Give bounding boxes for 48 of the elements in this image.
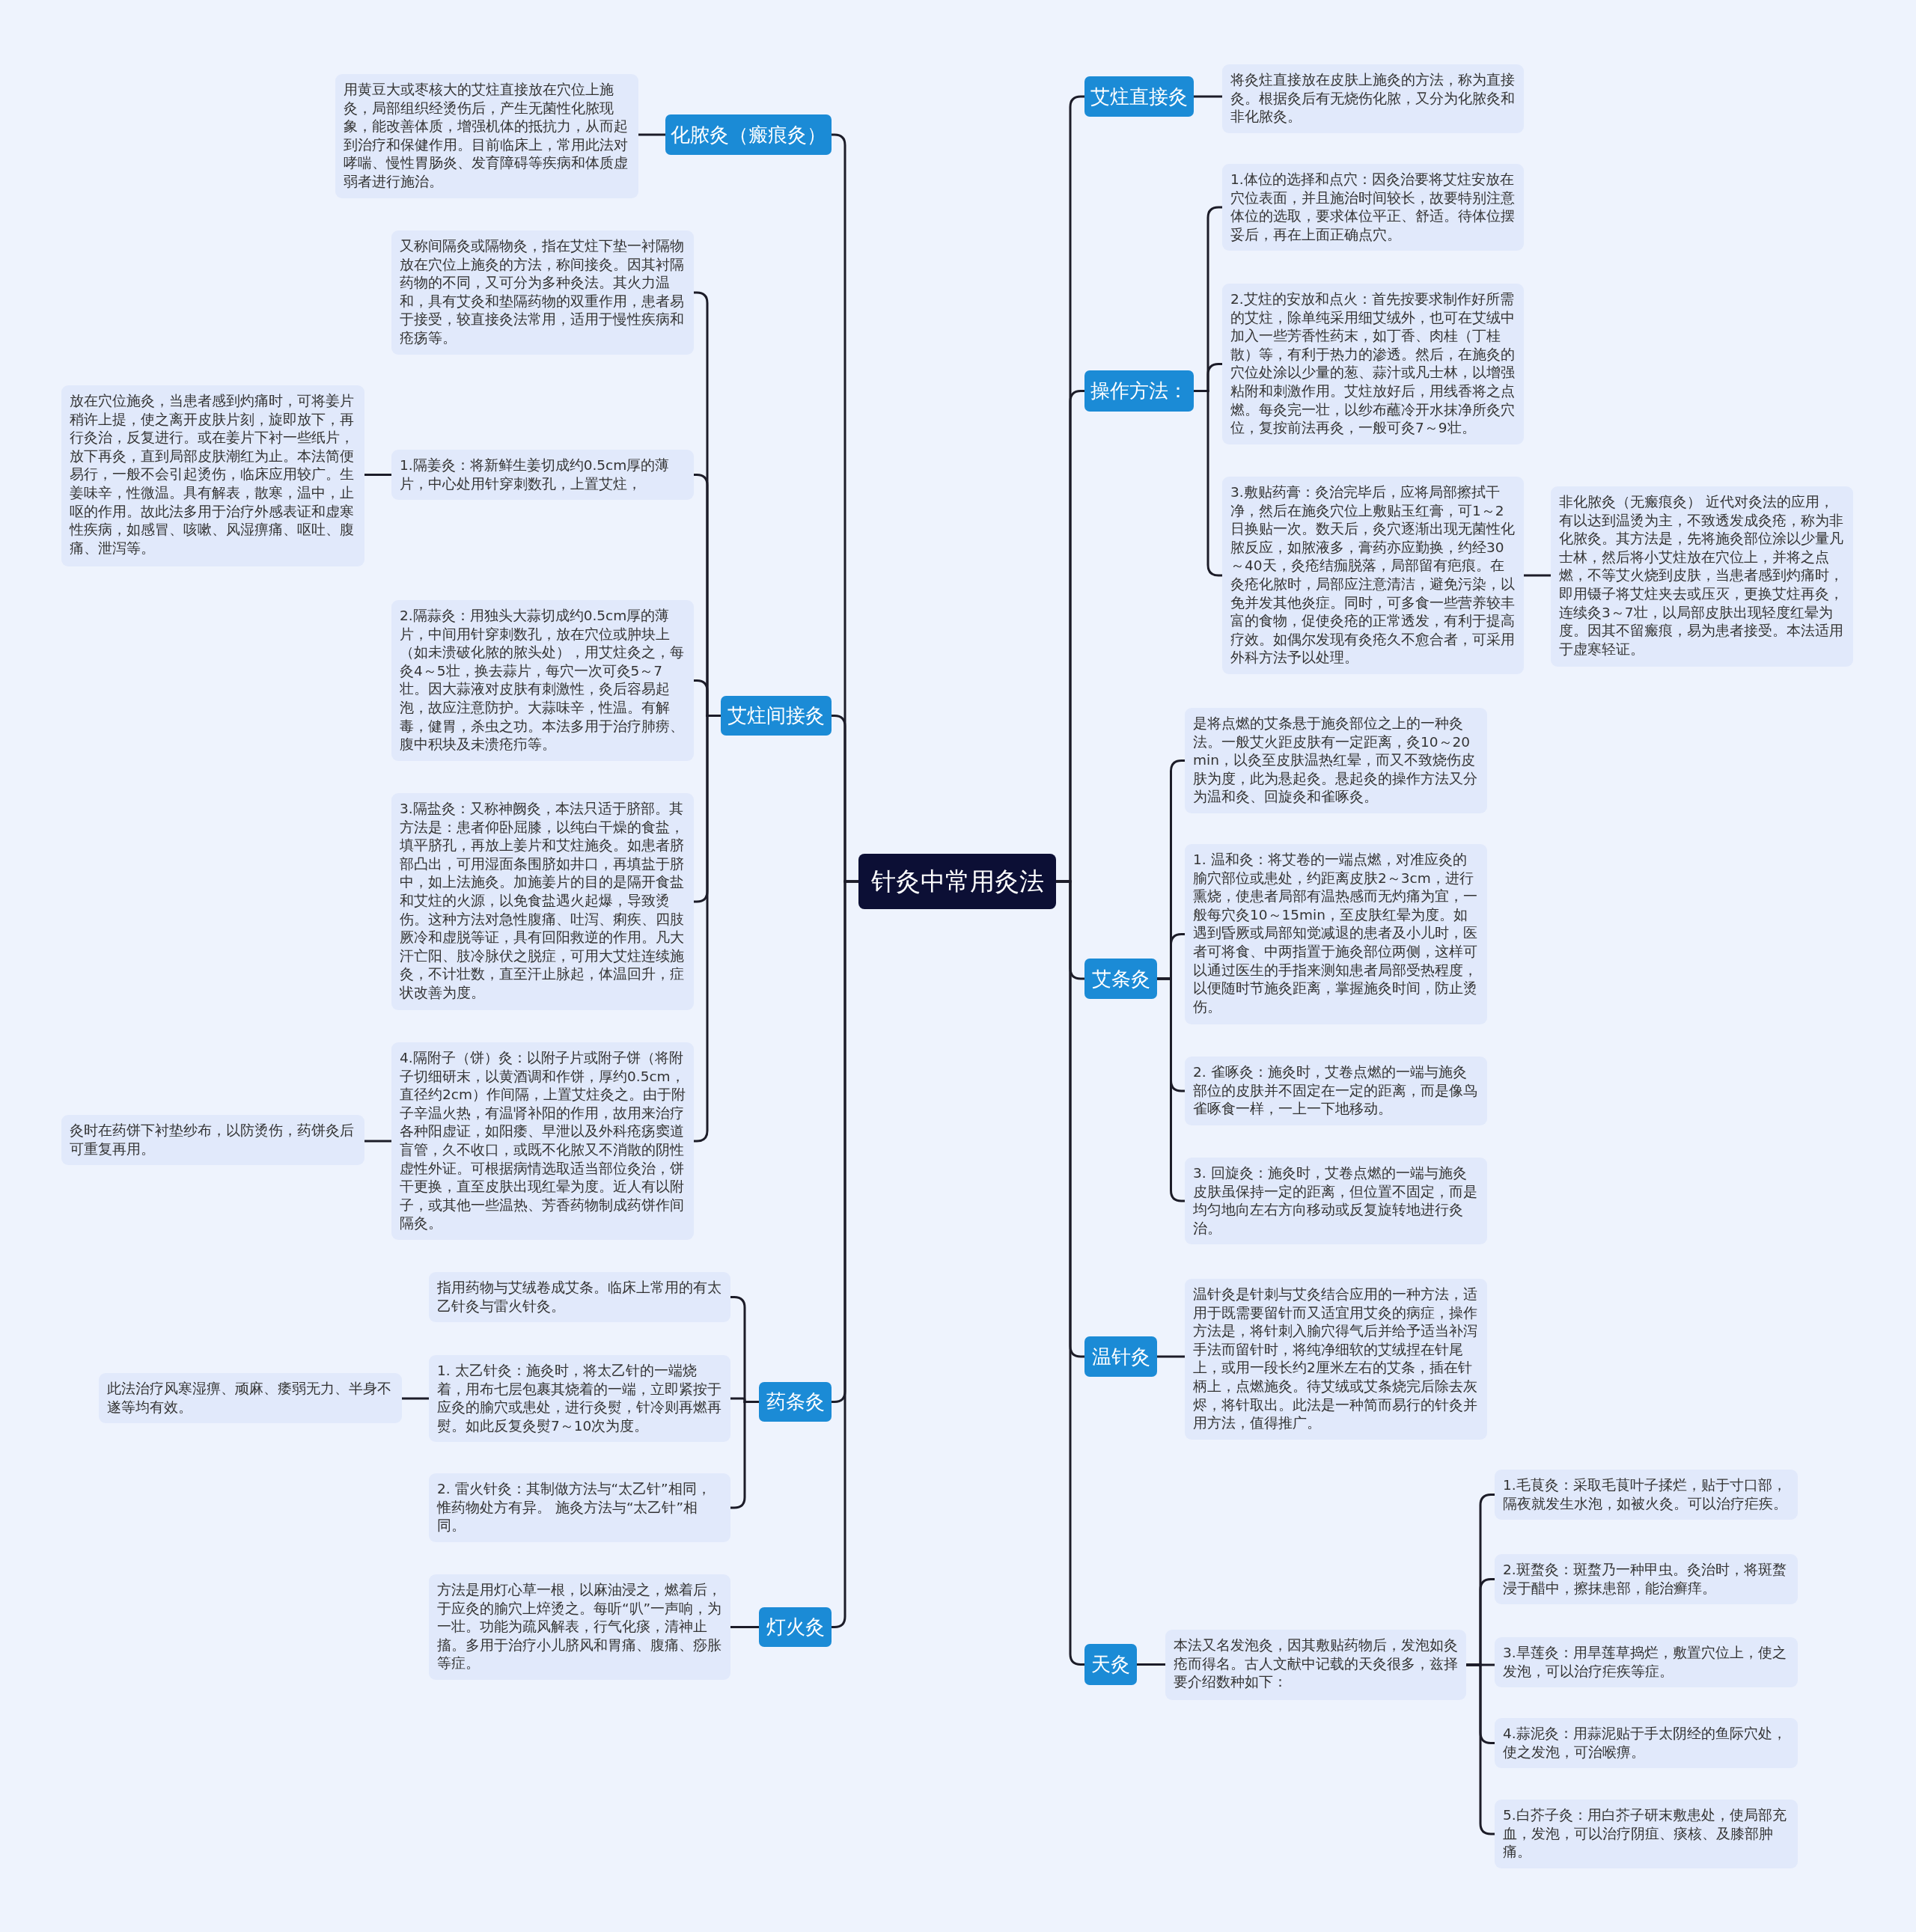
note-card: 指用药物与艾绒卷成艾条。临床上常用的有太乙针灸与雷火针灸。 [429,1272,730,1323]
connector-line [638,133,665,136]
note-card: 3.旱莲灸：用旱莲草捣烂，敷置穴位上，使之发泡，可以治疗疟疾等症。 [1495,1637,1798,1688]
note-card: 4.蒜泥灸：用蒜泥贴于手太阴经的鱼际穴处，使之发泡，可治喉痹。 [1495,1718,1798,1769]
connector-line [1157,1355,1185,1358]
topic-box: 化脓灸（瘢痕灸） [665,114,832,155]
connector-line [364,1140,391,1143]
topic-box: 艾炷直接灸 [1084,76,1194,117]
note-card: 2.艾炷的安放和点火：首先按要求制作好所需的艾炷，除单纯采用细艾绒外，也可在艾绒中加入一些芳香性药末，如丁香、肉桂（丁桂散）等，有利于热力的渗透。然后，在施灸的穴位处涂以少量的葱、蒜汁或凡士林，以增强粘附和刺激作用。艾炷放好后，用线香将之点燃。每灸完一壮，以纱布蘸冷开水抹净所灸穴位，复按前法再灸，一般可灸7～9壮。 [1222,284,1524,444]
note-card: 将灸炷直接放在皮肤上施灸的方法，称为直接灸。根据灸后有无烧伤化脓，又分为化脓灸和非化脓灸。 [1222,64,1524,133]
note-card: 2.隔蒜灸：用独头大蒜切成约0.5cm厚的薄片，中间用针穿刺数孔，放在穴位或肿块上（如未溃破化脓的脓头处），用艾炷灸之，每灸4～5壮，换去蒜片，每穴一次可灸5～7壮。因大蒜液对皮肤有刺激性，灸后容易起泡，故应注意防护。大蒜味辛，性温。有解毒，健胃，杀虫之功。本法多用于治疗肺痨、腹中积块及未溃疮疖等。 [391,600,694,761]
note-card: 2. 雀啄灸：施灸时，艾卷点燃的一端与施灸部位的皮肤并不固定在一定的距离，而是像鸟雀啄食一样，一上一下地移动。 [1185,1057,1487,1125]
note-card: 此法治疗风寒湿痹、顽麻、痿弱无力、半身不遂等均有效。 [99,1373,402,1424]
connector-line [1524,574,1551,577]
note-card: 本法又名发泡灸，因其敷贴药物后，发泡如灸疮而得名。古人文献中记载的天灸很多，兹择要介绍数种如下： [1165,1630,1466,1700]
note-card: 3. 回旋灸：施灸时，艾卷点燃的一端与施灸皮肤虽保持一定的距离，但位置不固定，而是均匀地向左右方向移动或反复旋转地进行灸治。 [1185,1158,1487,1245]
note-card: 3.敷贴药膏：灸治完毕后，应将局部擦拭干净，然后在施灸穴位上敷贴玉红膏，可1～2日换贴一次。数天后，灸穴逐渐出现无菌性化脓反应，如脓液多，膏药亦应勤换，约经30～40天，灸疮结痂脱落，局部留有疤痕。在灸疮化脓时，局部应注意清洁，避免污染，以免并发其他炎症。同时，可多食一些营养较丰富的食物，促使灸疮的正常透发，有利于提高疗效。如偶尔发现有灸疮久不愈合者，可采用外科方法予以处理。 [1222,477,1524,674]
note-card: 非化脓灸（无瘢痕灸） 近代对灸法的应用，有以达到温烫为主，不致透发成灸疮，称为非化脓灸。其方法是，先将施灸部位涂以少量凡士林，然后将小艾炷放在穴位上，并将之点燃，不等艾火烧到皮肤，当患者感到灼痛时，即用镊子将艾炷夹去或压灭，更换艾炷再灸，连续灸3～7壮，以局部皮肤出现轻度红晕为度。因其不留瘢痕，易为患者接受。本法适用于虚寒轻证。 [1551,486,1853,667]
note-card: 1.体位的选择和点穴：因灸治要将艾炷安放在穴位表面，并且施治时间较长，故要特别注意体位的选取，要求体位平正、舒适。待体位摆妥后，再在上面正确点穴。 [1222,164,1524,251]
topic-box: 药条灸 [759,1382,832,1422]
note-card: 1.隔姜灸：将新鲜生姜切成约0.5cm厚的薄片，中心处用针穿刺数孔，上置艾炷， [391,450,694,501]
note-card: 5.白芥子灸：用白芥子研末敷患处，使局部充血，发泡，可以治疗阴疽、痰核、及膝部肿痛。 [1495,1800,1798,1868]
connector-line [402,1397,429,1400]
connector-line [364,474,391,476]
connector-line [730,1626,759,1628]
topic-box: 天灸 [1084,1644,1137,1685]
note-card: 3.隔盐灸：又称神阙灸，本法只适于脐部。其方法是：患者仰卧屈膝，以纯白干燥的食盐，填平脐孔，再放上姜片和艾炷施灸。如患者脐部凸出，可用湿面条围脐如井口，再填盐于脐中，如上法施灸。加施姜片的目的是隔开食盐和艾炷的火源，以免食盐遇火起爆，导致烫伤。这种方法对急性腹痛、吐泻、痢疾、四肢厥冷和虚脱等证，具有回阳救逆的作用。凡大汗亡阳、肢冷脉伏之脱症，可用大艾炷连续施灸，不计壮数，直至汗止脉起，体温回升，症状改善为度。 [391,793,694,1010]
note-card: 2.斑蝥灸：斑蝥乃一种甲虫。灸治时，将斑蝥浸于醋中，擦抹患部，能治癣痒。 [1495,1554,1798,1605]
note-card: 1. 温和灸：将艾卷的一端点燃，对准应灸的腧穴部位或患处，约距离皮肤2～3cm，进行熏烧，使患者局部有温热感而无灼痛为宜，一般每穴灸10～15min，至皮肤红晕为度。如遇到昏厥或局部知觉减退的患者及小儿时，医者可将食、中两指置于施灸部位两侧，这样可以通过医生的手指来测知患者局部受热程度，以便随时节施灸距离，掌握施灸时间，防止烫伤。 [1185,844,1487,1024]
note-card: 2. 雷火针灸：其制做方法与“太乙针”相同，惟药物处方有异。 施灸方法与“太乙针”相同。 [429,1473,730,1542]
note-card: 1. 太乙针灸：施灸时，将太乙针的一端烧着，用布七层包裹其烧着的一端，立即紧按于应灸的腧穴或患处，进行灸熨，针冷则再燃再熨。如此反复灸熨7～10次为度。 [429,1355,730,1443]
note-card: 1.毛茛灸：采取毛茛叶子揉烂，贴于寸口部，隔夜就发生水泡，如被火灸。可以治疗疟疾。 [1495,1470,1798,1520]
topic-box: 艾条灸 [1084,959,1157,999]
topic-box: 操作方法： [1084,370,1194,412]
note-card: 放在穴位施灸，当患者感到灼痛时，可将姜片稍许上提，使之离开皮肤片刻，旋即放下，再行灸治，反复进行。或在姜片下衬一些纸片，放下再灸，直到局部皮肤潮红为止。本法简便易行，一般不会引起烫伤，临床应用较广。生姜味辛，性微温。具有解表，散寒，温中，止呕的作用。故此法多用于治疗外感表证和虚寒性疾病，如感冒、咳嗽、风湿痹痛、呕吐、腹痛、泄泻等。 [61,385,364,566]
connector-line [1194,95,1222,98]
note-card: 灸时在药饼下衬垫纱布，以防烫伤，药饼灸后可重复再用。 [61,1115,364,1166]
topic-box: 灯火灸 [759,1607,832,1647]
topic-box: 温针灸 [1084,1336,1157,1377]
note-card: 方法是用灯心草一根，以麻油浸之，燃着后，于应灸的腧穴上焠烫之。每听“叭”一声响，为一壮。功能为疏风解表，行气化痰，清神止搐。多用于治疗小儿脐风和胃痛、腹痛、痧胀等症。 [429,1574,730,1680]
note-card: 又称间隔灸或隔物灸，指在艾炷下垫一衬隔物放在穴位上施灸的方法，称间接灸。因其衬隔药物的不同，又可分为多种灸法。其火力温和，具有艾灸和垫隔药物的双重作用，患者易于接受，较直接灸法常用，适用于慢性疾病和疮疡等。 [391,230,694,355]
note-card: 温针灸是针刺与艾灸结合应用的一种方法，适用于既需要留针而又适宜用艾灸的病症，操作方法是，将针刺入腧穴得气后并给予适当补泻手法而留针时，将纯净细软的艾绒捏在针尾上，或用一段长约2厘米左右的艾条，插在针柄上，点燃施灸。待艾绒或艾条烧完后除去灰烬，将针取出。此法是一种简而易行的针灸并用方法，值得推广。 [1185,1279,1487,1440]
central-topic-box: 针灸中常用灸法 [858,854,1056,909]
topic-box: 艾炷间接灸 [721,696,832,736]
note-card: 用黄豆大或枣核大的艾炷直接放在穴位上施灸，局部组织经烫伤后，产生无菌性化脓现象，能改善体质，增强机体的抵抗力，从而起到治疗和保健作用。目前临床上，常用此法对哮喘、慢性胃肠炎、发育障碍等疾病和体质虚弱者进行施治。 [335,74,638,198]
note-card: 是将点燃的艾条悬于施灸部位之上的一种灸法。一般艾火距皮肤有一定距离，灸10～20min，以灸至皮肤温热红晕，而又不致烧伤皮肤为度，此为悬起灸。悬起灸的操作方法又分为温和灸、回旋灸和雀啄灸。 [1185,708,1487,813]
note-card: 4.隔附子（饼）灸：以附子片或附子饼（将附子切细研末，以黄酒调和作饼，厚约0.5cm，直径约2cm）作间隔，上置艾炷灸之。由于附子辛温火热，有温肾补阳的作用，故用来治疗各种阳虚证，如阳痿、早泄以及外科疮疡窦道盲管，久不收口，或既不化脓又不消散的阴性虚性外证。可根据病情选取适当部位灸治，饼干更换，直至皮肤出现红晕为度。近人有以附子，或其他一些温热、芳香药物制成药饼作间隔灸。 [391,1042,694,1240]
connector-line [1137,1663,1165,1666]
